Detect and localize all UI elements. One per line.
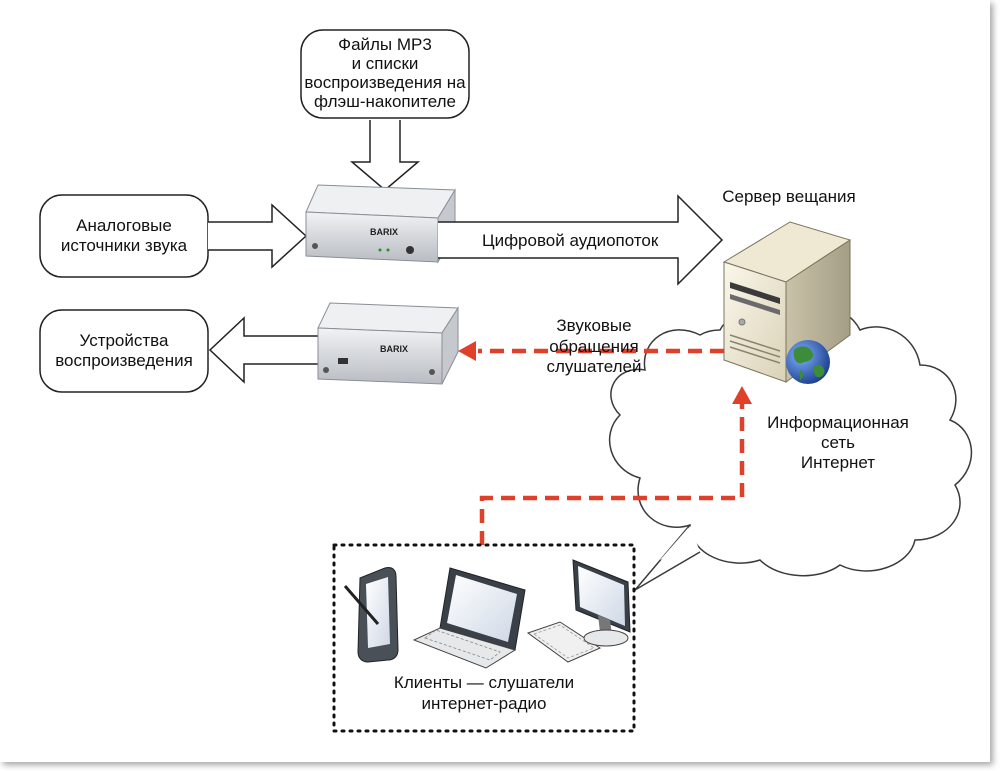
playback-box-line1: Устройства bbox=[80, 331, 169, 350]
playback-left-arrow bbox=[208, 316, 318, 384]
digital-stream-label: Цифровой аудиопоток bbox=[482, 231, 659, 250]
encoder-device: BARIX bbox=[305, 184, 456, 264]
listener-request-path bbox=[479, 402, 745, 545]
cloud-line2: сеть bbox=[821, 433, 855, 452]
requests-line3: слушателей bbox=[547, 357, 642, 376]
cloud-line3: Интернет bbox=[801, 453, 875, 472]
requests-line1: Звуковые bbox=[556, 316, 631, 335]
digital-stream-arrow bbox=[438, 194, 724, 286]
analog-right-arrow bbox=[208, 203, 308, 269]
decoder-device: BARIX bbox=[317, 302, 459, 385]
requests-line2: обращения bbox=[549, 337, 638, 356]
clients-line2: интернет-радио bbox=[422, 694, 547, 713]
mp3-box-line2: и списки bbox=[352, 54, 419, 73]
playback-box-line2: воспроизведения bbox=[55, 351, 193, 370]
cloud-line1: Информационная bbox=[767, 413, 909, 432]
globe-icon bbox=[786, 340, 830, 384]
clients-line1: Клиенты — слушатели bbox=[394, 673, 574, 692]
tablet-icon bbox=[343, 567, 399, 663]
request-arrowhead-up bbox=[732, 386, 752, 404]
keyboard-icon bbox=[526, 621, 602, 663]
mp3-box-line1: Файлы MP3 bbox=[338, 35, 432, 54]
mp3-box-line3: воспроизведения на bbox=[304, 73, 466, 92]
decoder-arrowhead-left bbox=[458, 341, 476, 361]
server-label: Сервер вещания bbox=[722, 187, 856, 206]
encoder-brand: BARIX bbox=[370, 227, 398, 237]
mp3-box-line4: флэш-накопителе bbox=[314, 92, 456, 111]
playback-devices-box bbox=[39, 309, 209, 393]
laptop-icon bbox=[412, 567, 526, 669]
analog-box-line2: источники звука bbox=[61, 236, 188, 255]
analog-box-line1: Аналоговые bbox=[76, 216, 172, 235]
decoder-brand: BARIX bbox=[380, 344, 408, 354]
monitor-icon bbox=[572, 559, 631, 647]
mp3-down-arrow bbox=[349, 120, 421, 191]
mp3-files-box bbox=[300, 29, 470, 119]
